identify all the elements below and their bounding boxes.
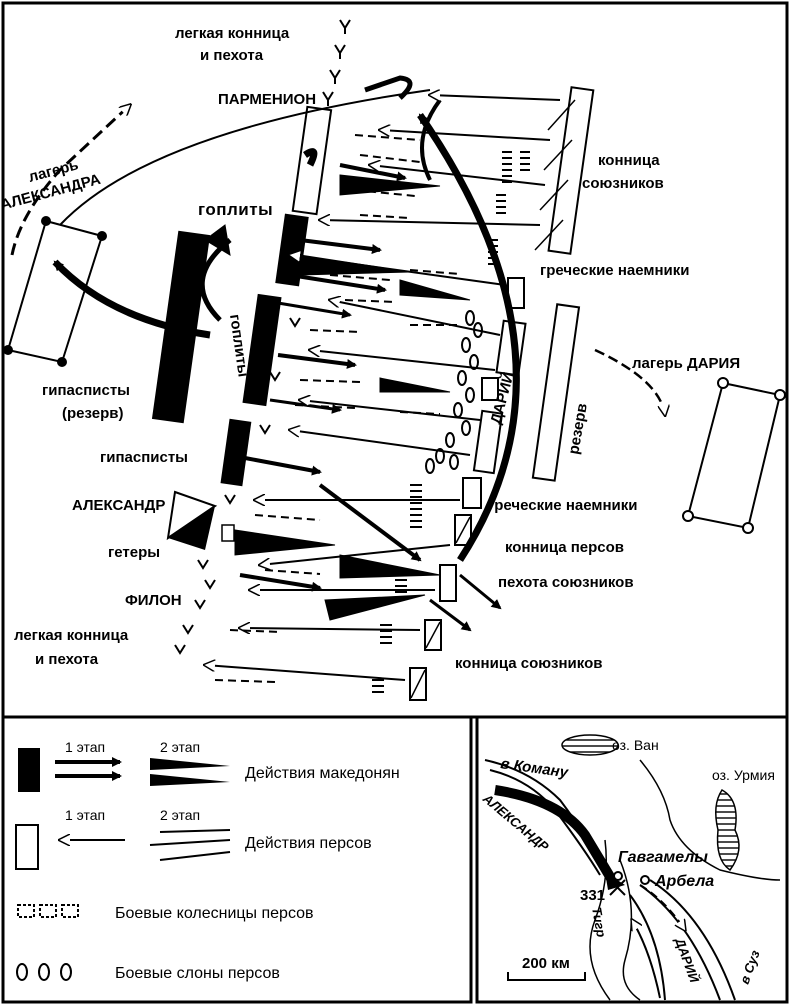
label-alexander: АЛЕКСАНДР [72,497,165,514]
legend-stage1-mac: 1 этап [65,739,105,755]
darius-camp [682,377,786,534]
label-parmenion: ПАРМЕНИОН [218,91,316,108]
persian-arrows [59,90,665,681]
legend-macedonian: Действия македонян [245,765,400,782]
macedonian-sweeps [52,75,520,562]
label-allied-inf: пехота союзников [498,574,634,591]
legend-elephants: Боевые слоны персов [115,965,280,982]
legend: 1 этап 2 этап Действия македонян 1 этап … [15,739,400,982]
legend-chariots: Боевые колесницы персов [115,905,314,922]
persian-chariots [372,151,530,693]
inset-to-susa: в Суз [737,948,763,986]
inset-map-frame [475,715,789,1004]
inset-map: оз. Ван оз. Урмия в Команy АЛЕКСАНДР Гав… [479,734,781,1001]
label-light-cav-bottom-1: легкая конница [14,627,129,644]
label-greek-merc-bottom: греческие наемники [488,497,637,514]
legend-stage2-pers: 2 этап [160,807,200,823]
label-philon: ФИЛОН [125,592,182,609]
label-persian-cav: конница персов [505,539,624,556]
label-allied-cav-top-2: союзников [582,175,664,192]
persian-line [409,86,595,701]
label-hypaspists-reserve-2: (резерв) [62,405,123,422]
light-troops-symbols [174,19,351,655]
map-labels: легкая конница и пехота ПАРМЕНИОН конниц… [0,25,740,672]
label-allied-cav-top-1: конница [598,152,660,169]
inset-darius: ДАРИЙ [672,935,703,985]
label-allied-cav-bottom: конница союзников [455,655,602,672]
inset-gaugamela: Гавгамелы [618,849,708,866]
label-hoplites-top: гоплиты [198,200,273,219]
macedonian-line [151,105,333,550]
label-light-cav-top-1: легкая конница [175,25,290,42]
legend-persian: Действия персов [245,835,372,852]
macedonian-arrows [199,163,502,632]
legend-stage1-pers: 1 этап [65,807,105,823]
inset-year: 331 [580,887,605,904]
alexander-camp [3,105,130,367]
label-light-cav-bottom-2: и пехота [35,651,99,668]
label-hypaspists-reserve-1: гипасписты [42,382,130,399]
inset-lake-van: оз. Ван [612,737,659,753]
inset-lake-urmia: оз. Урмия [712,767,775,783]
inset-scale: 200 км [522,955,570,972]
dashed-arrows [214,134,461,683]
label-camp-darius: лагерь ДАРИЯ [632,355,740,372]
label-reserve: резерв [565,402,591,456]
legend-stage2-mac: 2 этап [160,739,200,755]
label-hypaspists: гипасписты [100,449,188,466]
label-greek-merc-top: греческие наемники [540,262,689,279]
inset-tigris: Тигр [589,906,609,938]
label-hetairoi: гетеры [108,544,160,561]
legend-frame [1,715,473,1004]
label-hoplites-mid: гоплиты [226,313,252,378]
label-light-cav-top-2: и пехота [200,47,264,64]
inset-arbela: Арбела [654,873,714,890]
